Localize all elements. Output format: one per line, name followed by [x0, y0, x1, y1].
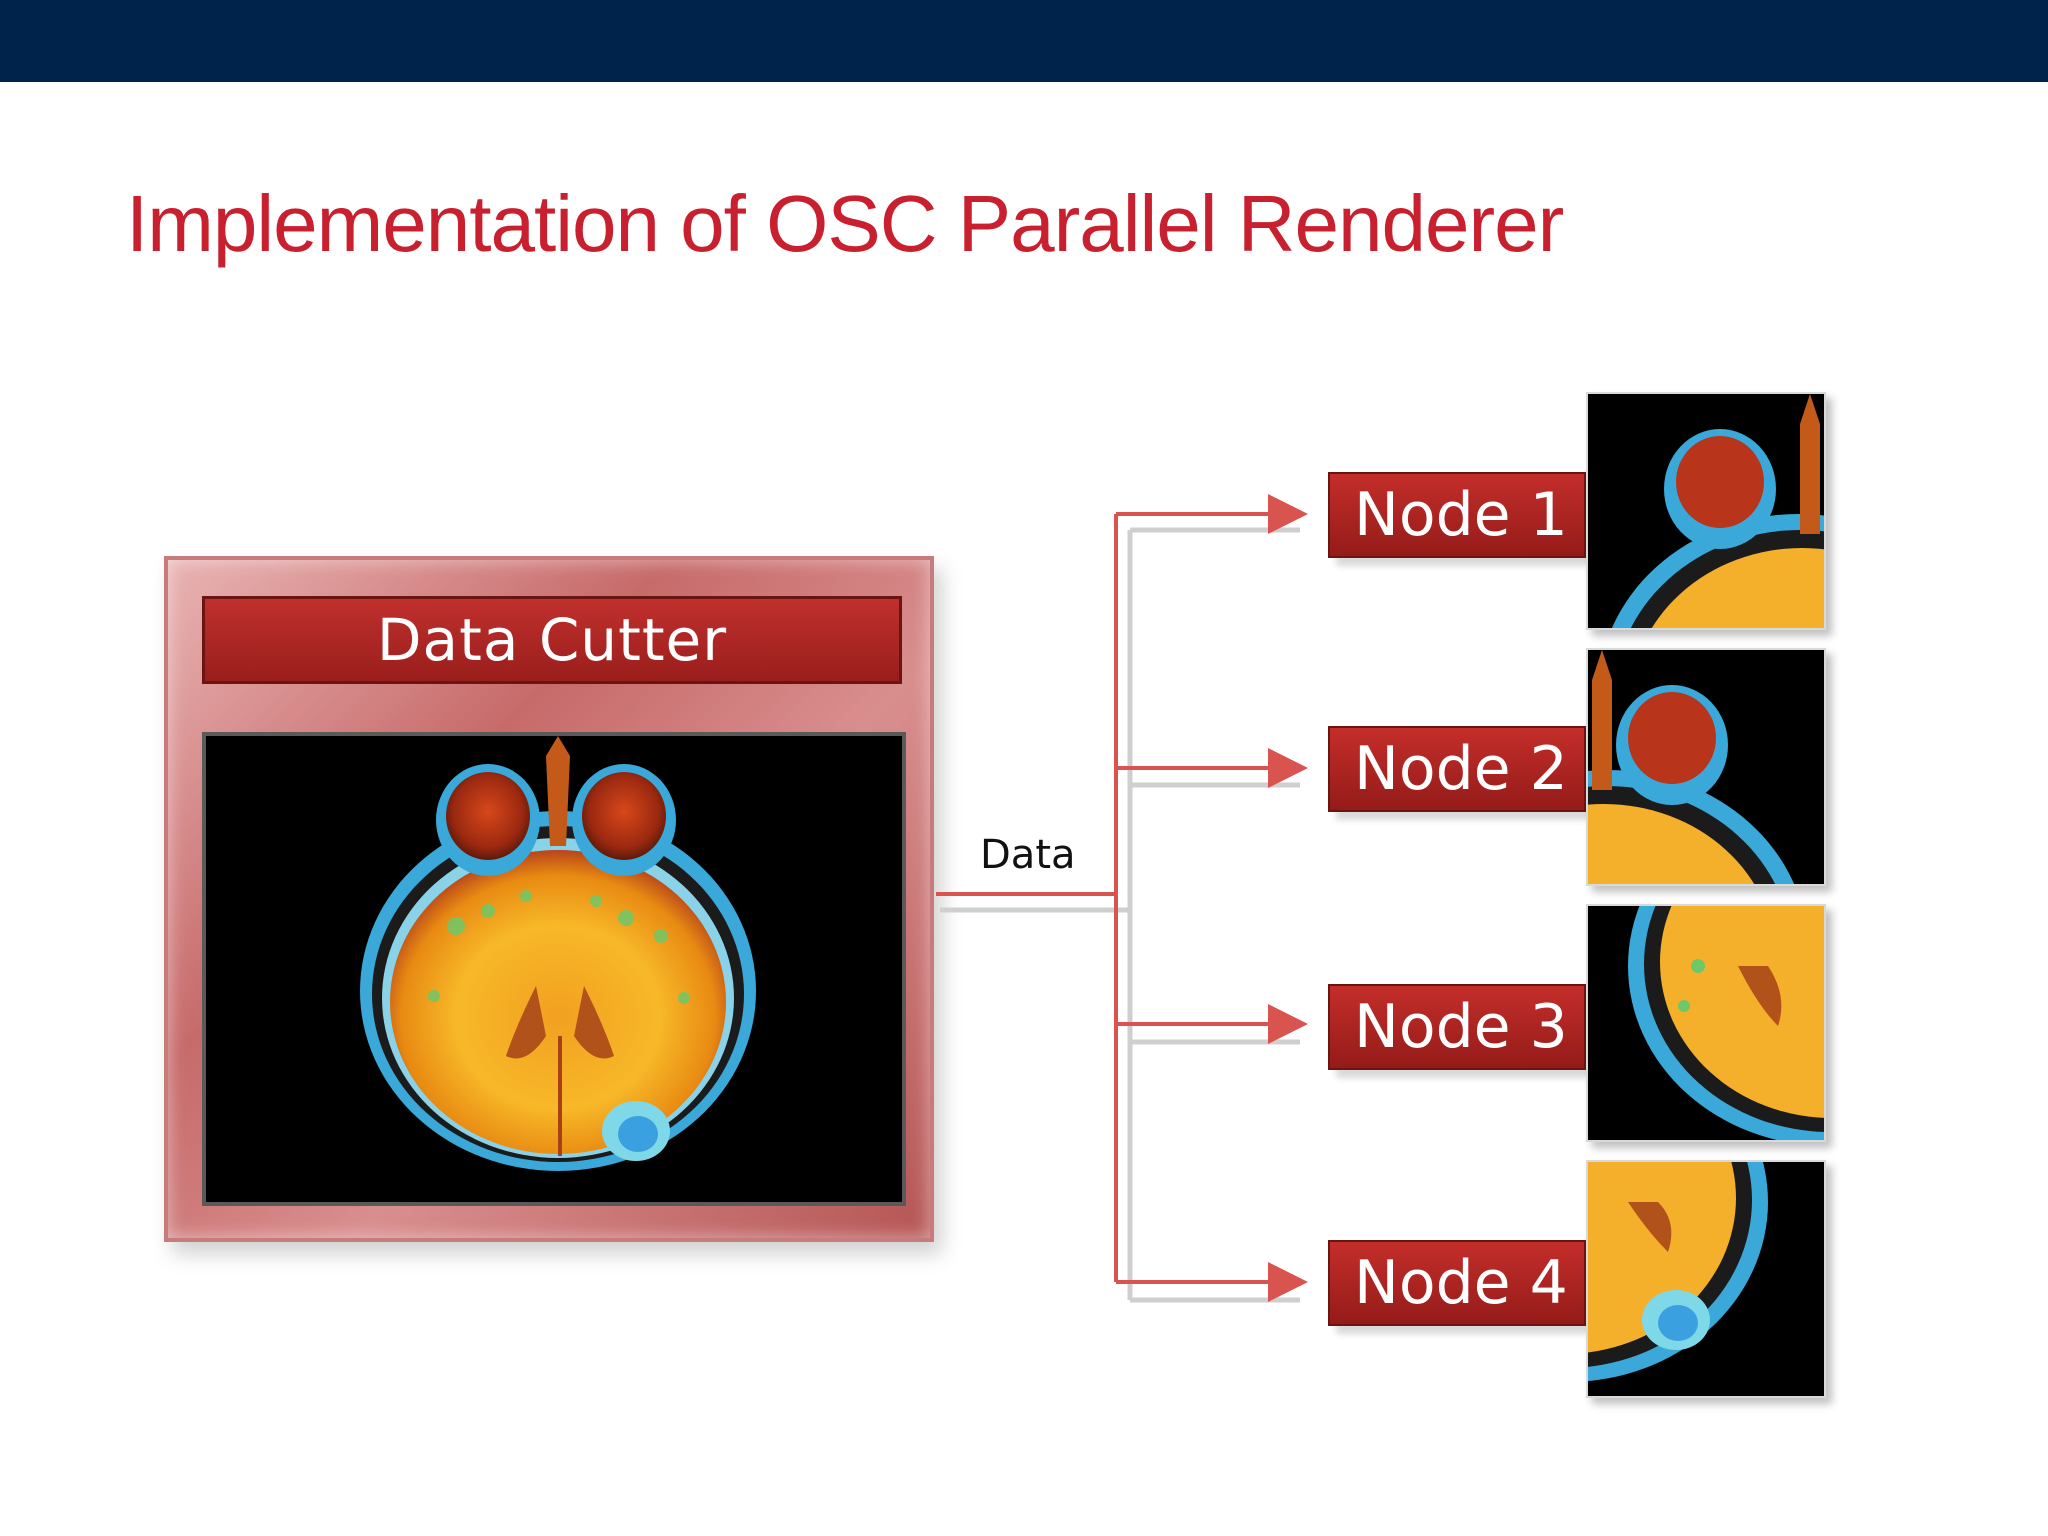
node-3-thumbnail — [1586, 904, 1826, 1142]
node-1-label: Node 1 — [1354, 480, 1568, 550]
node-4-label: Node 4 — [1354, 1248, 1568, 1318]
node-3-box: Node 3 — [1328, 984, 1586, 1070]
slide-title: Implementation of OSC Parallel Renderer — [126, 179, 1564, 268]
brain-scan-image — [202, 732, 906, 1206]
node-2-thumbnail — [1586, 648, 1826, 886]
data-connector-label: Data — [980, 832, 1076, 878]
top-bar — [0, 0, 2048, 82]
node-4-box: Node 4 — [1328, 1240, 1586, 1326]
node-2-box: Node 2 — [1328, 726, 1586, 812]
data-cutter-panel: Data Cutter — [164, 556, 934, 1242]
data-cutter-label: Data Cutter — [376, 606, 728, 674]
data-cutter-header: Data Cutter — [202, 596, 902, 684]
node-1-box: Node 1 — [1328, 472, 1586, 558]
node-4-thumbnail — [1586, 1160, 1826, 1398]
node-1-thumbnail — [1586, 392, 1826, 630]
node-3-label: Node 3 — [1354, 992, 1568, 1062]
node-2-label: Node 2 — [1354, 734, 1568, 804]
